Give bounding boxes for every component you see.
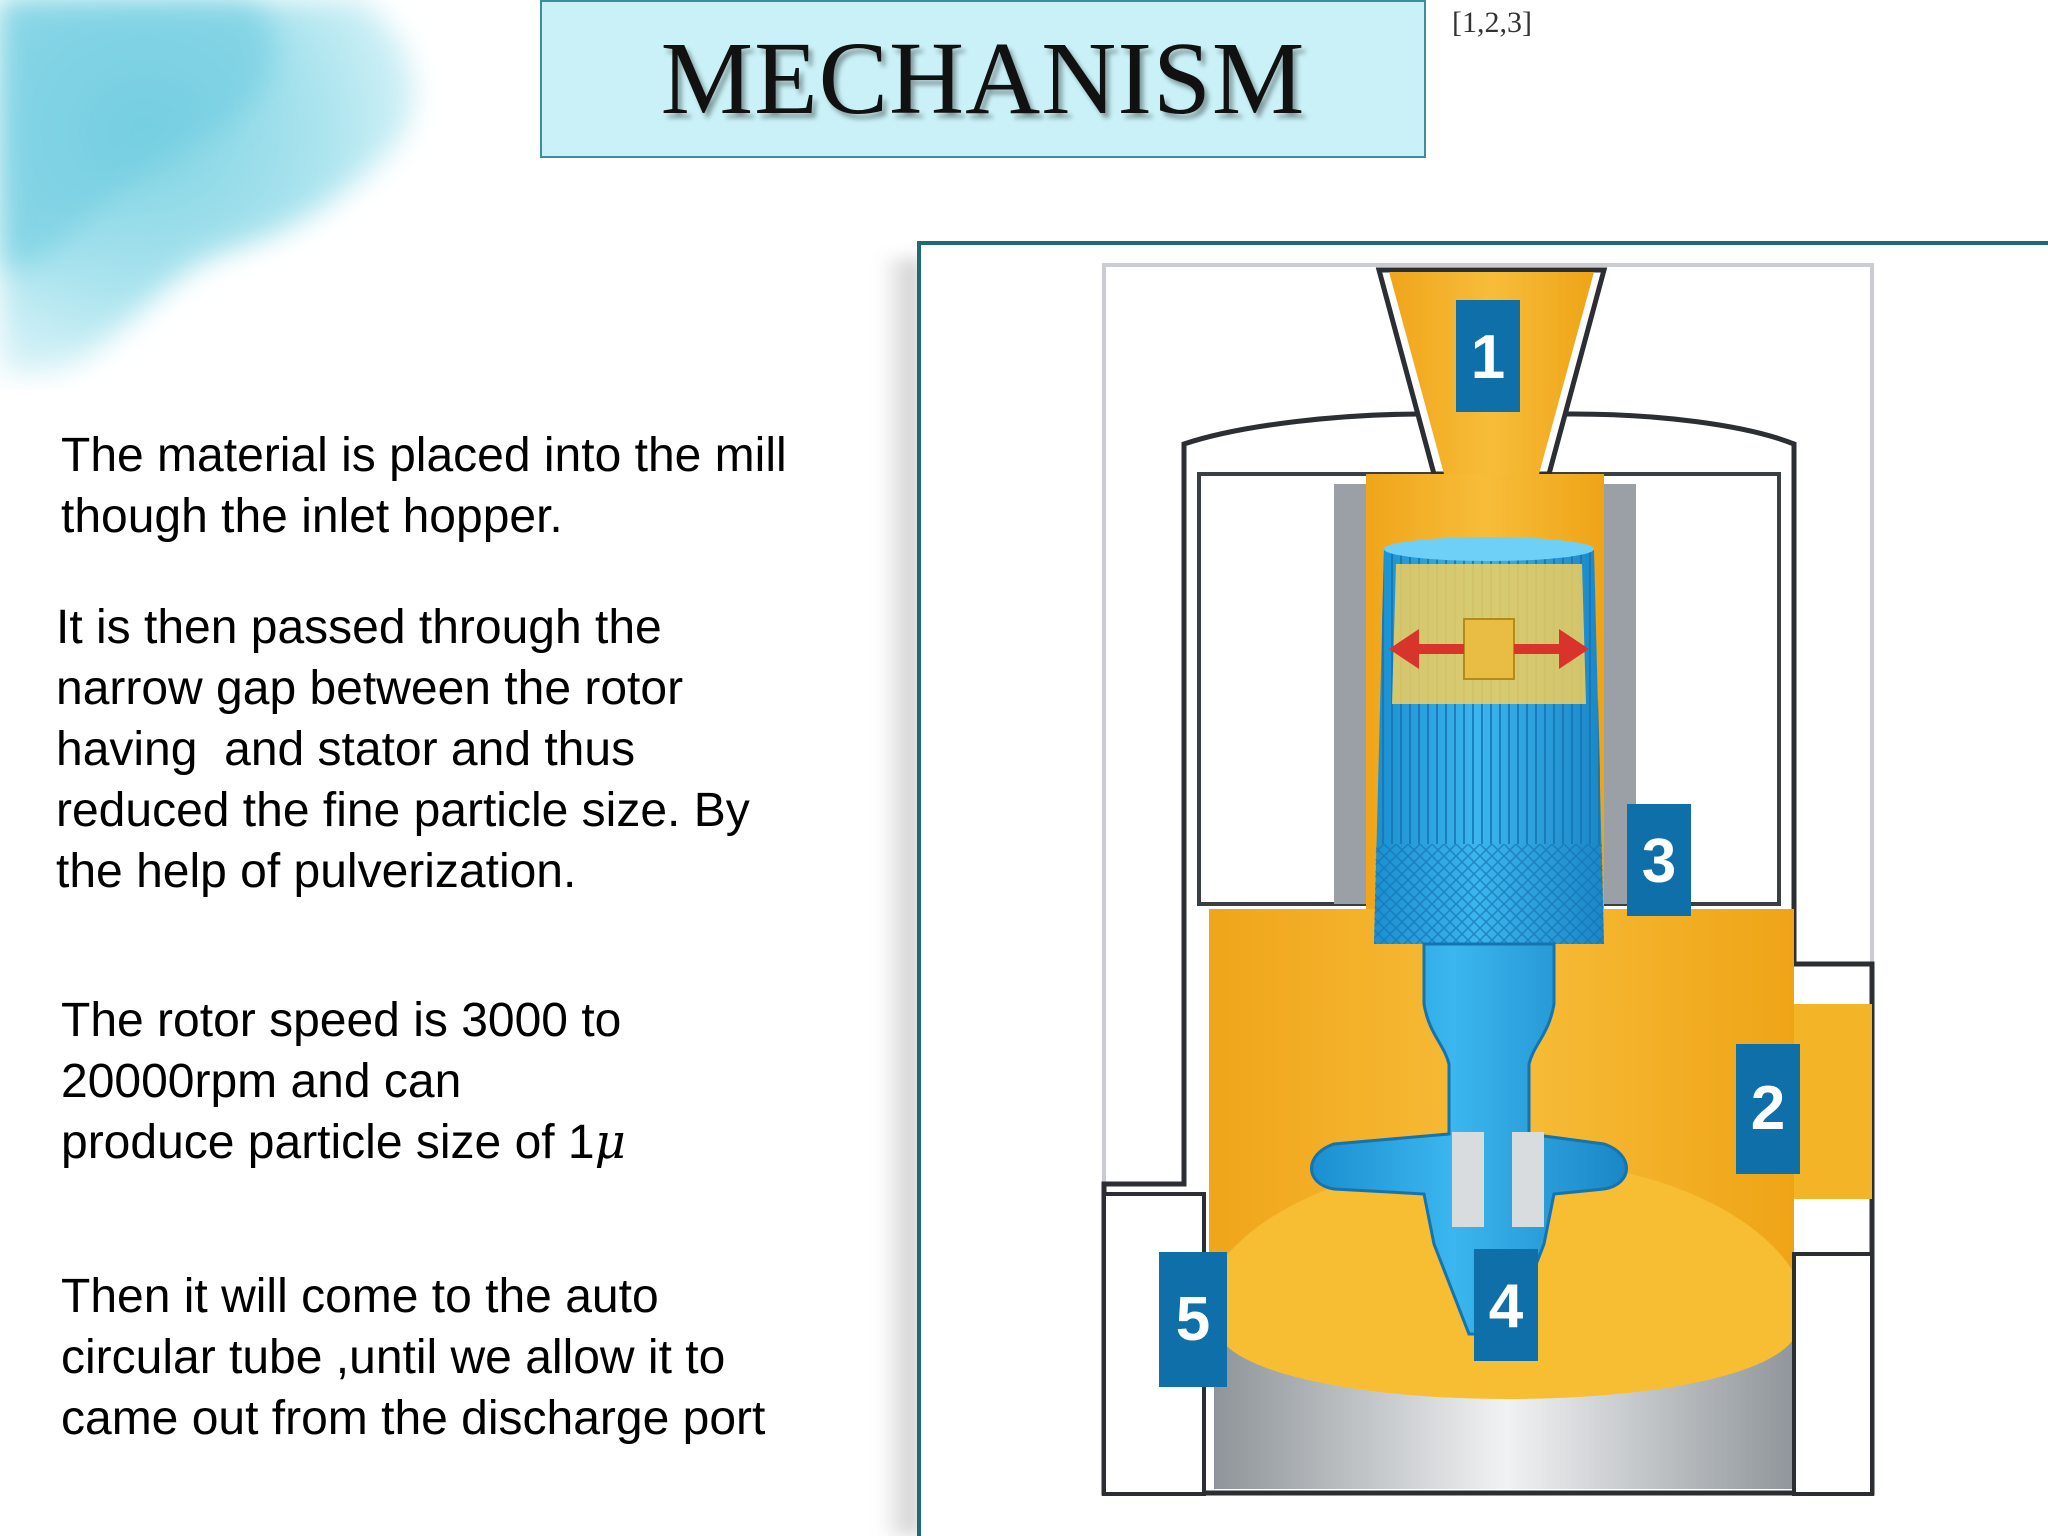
paragraph-line: Then it will come to the auto (61, 1270, 659, 1323)
badge-3: 3 (1627, 804, 1691, 916)
badge-5: 5 (1159, 1252, 1227, 1387)
colloid-mill-diagram: 1 3 2 4 5 (917, 241, 2048, 1536)
reference-citation: [1,2,3] (1452, 6, 1532, 39)
badge-label: 5 (1176, 1285, 1210, 1354)
impeller-blade-gap-left (1452, 1132, 1484, 1227)
paragraph-line-text: produce particle size of 1 (61, 1116, 595, 1169)
badge-label: 4 (1489, 1272, 1524, 1341)
colloid-mill-illustration (1101, 263, 1875, 1496)
paragraph-inlet-hopper: The material is placed into the mill tho… (61, 425, 787, 547)
paragraph-line: The material is placed into the mill (61, 429, 787, 482)
paragraph-line: The rotor speed is 3000 to (61, 994, 622, 1047)
stator-wall-left (1334, 484, 1366, 904)
micron-symbol: μ (594, 1114, 626, 1170)
paragraph-line: the help of pulverization. (56, 845, 577, 898)
paragraph-rotor-speed: The rotor speed is 3000 to 20000rpm and … (61, 990, 626, 1173)
page-title: MECHANISM (660, 21, 1306, 136)
paragraph-line: having and stator and thus (56, 723, 636, 776)
paragraph-line: produce particle size of 1μ (61, 1112, 626, 1173)
outlet-channel (1794, 1004, 1872, 1199)
diagram-shadow (880, 258, 920, 1536)
paragraph-line: circular tube ,until we allow it to (61, 1331, 726, 1384)
paragraph-line: came out from the discharge port (61, 1392, 766, 1445)
paragraph-rotor-stator: It is then passed through the narrow gap… (56, 597, 750, 902)
diagram-labels: 1 3 2 4 5 (1159, 300, 1800, 1387)
rotor-teeth (1374, 844, 1604, 944)
paragraph-line: It is then passed through the (56, 601, 662, 654)
badge-label: 2 (1751, 1074, 1785, 1143)
paragraph-line: reduced the fine particle size. By (56, 784, 750, 837)
watercolor-splash (0, 0, 414, 375)
badge-label: 1 (1471, 323, 1505, 392)
badge-1: 1 (1456, 300, 1520, 412)
base-cylinder (1214, 1324, 1799, 1489)
badge-label: 3 (1642, 827, 1676, 896)
paragraph-line: 20000rpm and can (61, 1055, 462, 1108)
title-box: MECHANISM (540, 0, 1426, 158)
paragraph-line: narrow gap between the rotor (56, 662, 684, 715)
rotor-top-rim (1384, 537, 1594, 561)
badge-4: 4 (1474, 1249, 1538, 1361)
arrow-left-icon (1389, 629, 1464, 669)
right-base-wall (1792, 1252, 1874, 1496)
paragraph-discharge-port: Then it will come to the auto circular t… (61, 1266, 765, 1449)
impeller-blade-gap-right (1512, 1132, 1544, 1227)
badge-2: 2 (1736, 1044, 1800, 1174)
arrow-right-icon (1514, 629, 1589, 669)
paragraph-line: though the inlet hopper. (61, 490, 563, 543)
